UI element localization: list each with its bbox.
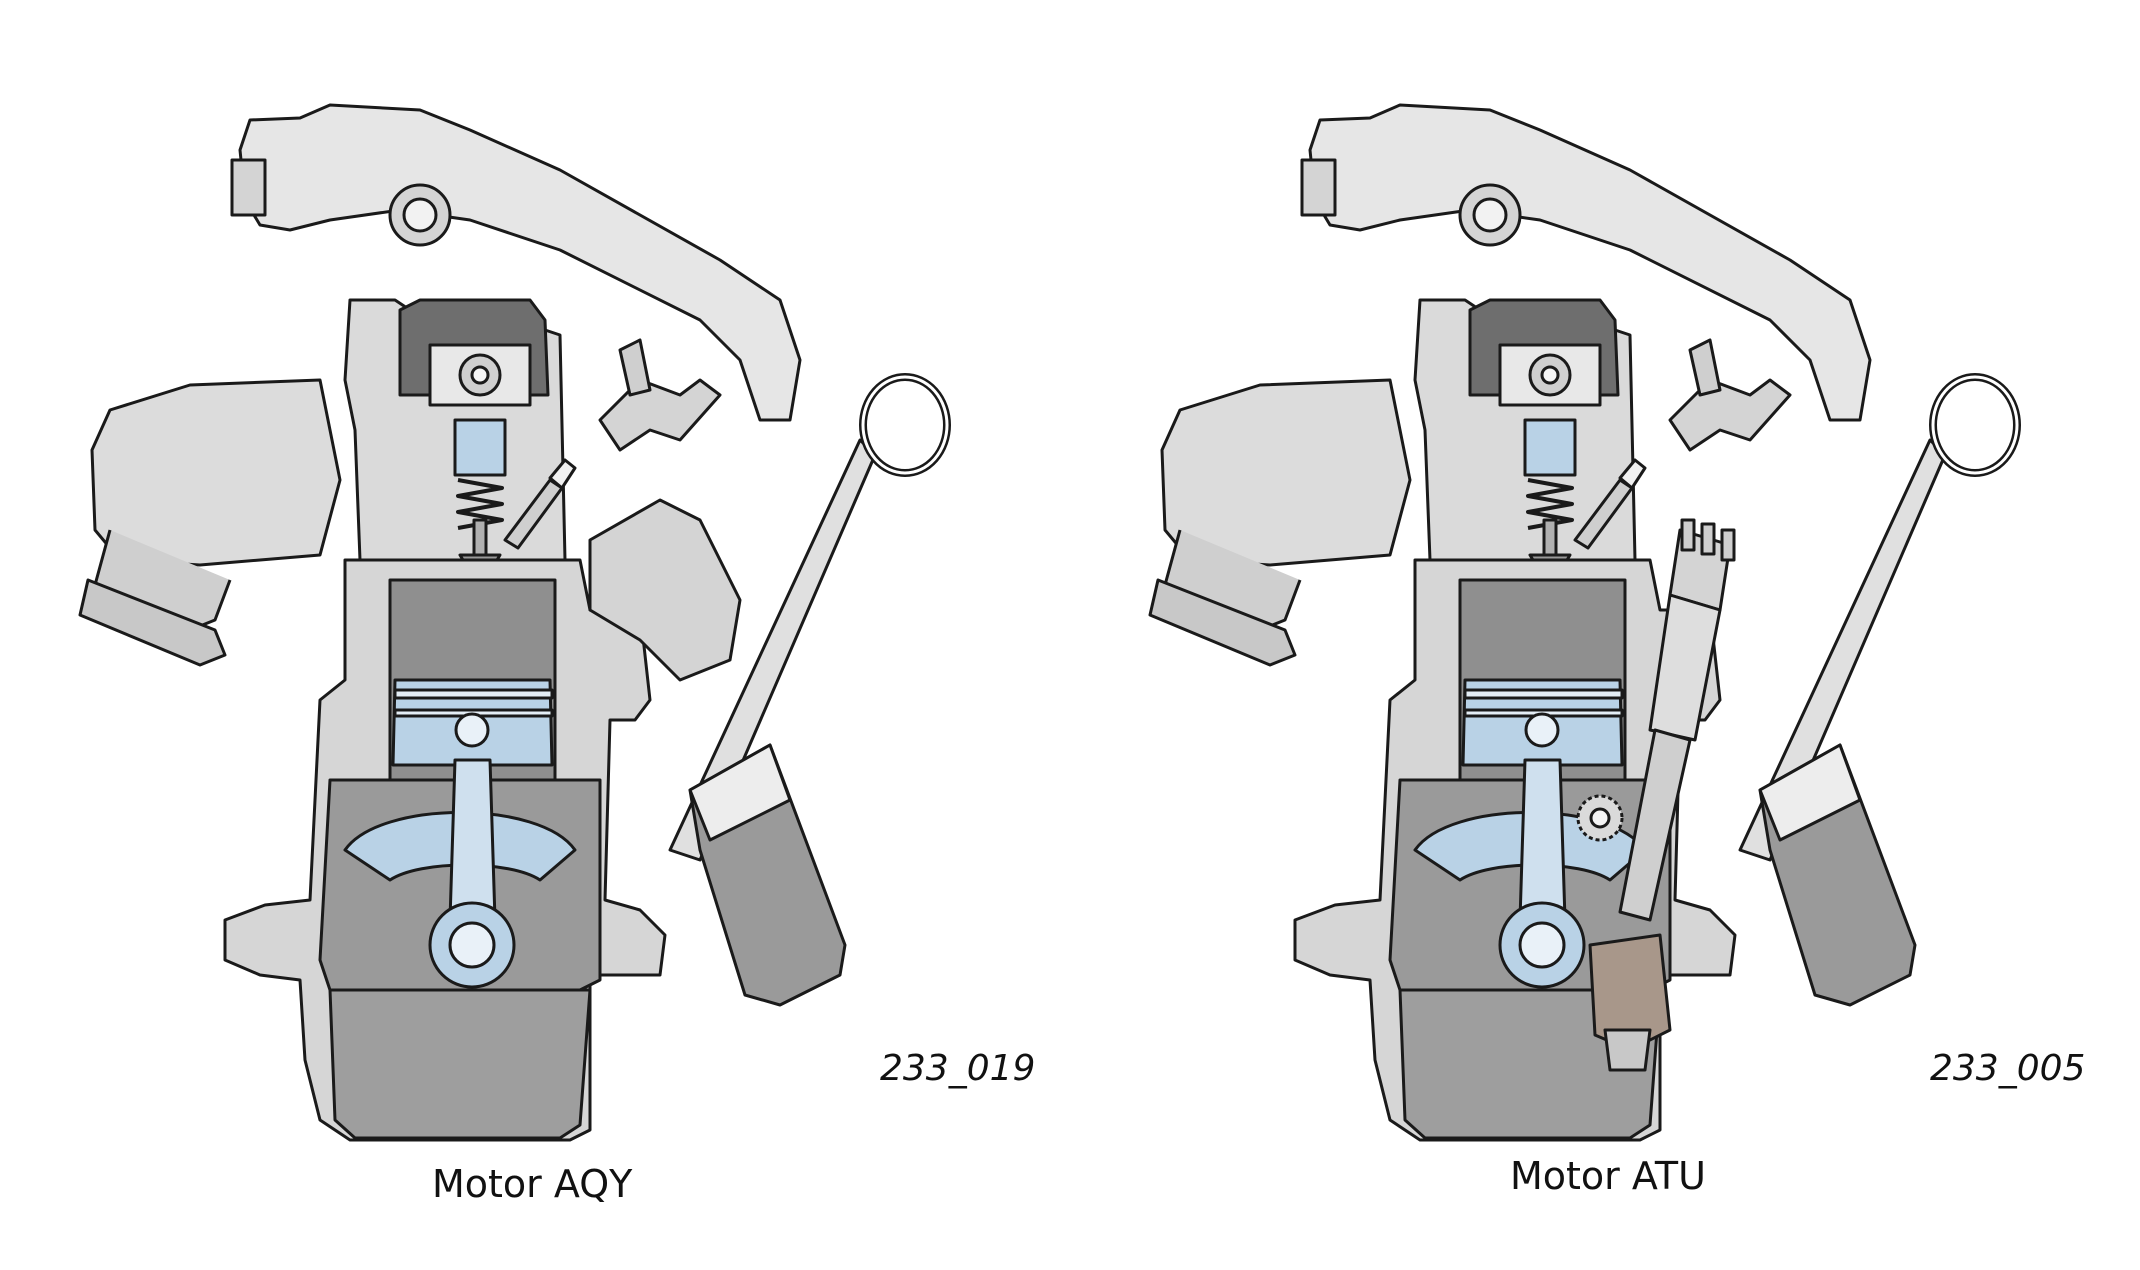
connecting-rod (1518, 758, 1567, 922)
engine-cutaway-drawing (78, 103, 951, 1142)
exhaust-flange (78, 578, 227, 667)
distributor-body (1648, 593, 1722, 742)
distributor-shaft (1618, 728, 1692, 922)
connecting-rod (448, 758, 497, 922)
valve-tappet (453, 418, 507, 477)
exhaust-manifold (90, 378, 342, 567)
exhaust-manifold (1160, 378, 1412, 567)
valve-spring (456, 478, 504, 530)
engine-caption: Motor ATU (1510, 1154, 1706, 1198)
valve-tappet (1523, 418, 1577, 477)
intake-manifold (238, 103, 802, 422)
piston-pin (1524, 712, 1560, 748)
exhaust-flange (1148, 578, 1297, 667)
intake-bracket (1300, 158, 1337, 217)
fuel-rail (618, 338, 652, 397)
distributor-terminal (1680, 518, 1696, 552)
intake-manifold (1308, 103, 1872, 422)
engine-caption: Motor AQY (432, 1162, 633, 1206)
fuel-injector (1668, 378, 1792, 452)
valve-stem (1542, 518, 1558, 557)
engine-cutaway-drawing (1148, 103, 2021, 1142)
auxiliary-housing (588, 498, 742, 682)
figure-code: 233_019 (880, 1048, 1036, 1089)
valve-stem (472, 518, 488, 557)
engine-figure-atu: Motor ATU 233_005 (1070, 0, 2140, 1270)
fuel-rail (1688, 338, 1722, 397)
engine-figure-aqy: Motor AQY 233_019 (78, 103, 1036, 1206)
figure-code: 233_005 (1930, 1048, 2086, 1089)
valve-spring (1526, 478, 1574, 530)
fuel-injector (598, 378, 722, 452)
piston-pin (454, 712, 490, 748)
oil-pan (328, 988, 592, 1140)
oil-pickup (1603, 1028, 1652, 1072)
intake-bracket (230, 158, 267, 217)
